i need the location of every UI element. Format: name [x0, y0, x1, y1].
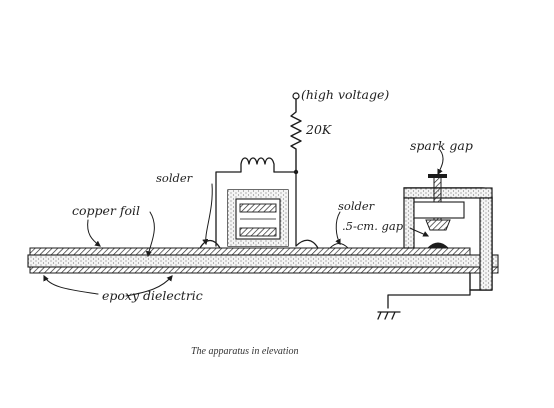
- top-copper-foil: [29, 247, 471, 256]
- solder-joint-right: [295, 239, 319, 249]
- upper-electrode: [425, 219, 451, 231]
- lower-electrode: [426, 242, 450, 249]
- caption: The apparatus in elevation: [191, 346, 299, 357]
- central-block: [199, 189, 349, 249]
- resistor-20k: [290, 98, 302, 173]
- coil: [215, 157, 275, 247]
- hv-terminal: [292, 92, 300, 100]
- leaders: [43, 149, 444, 297]
- label-resistor: 20K: [305, 122, 332, 137]
- label-copper-foil: copper foil: [72, 203, 140, 218]
- label-gap: .5-cm. gap: [342, 219, 404, 233]
- label-spark-gap: spark gap: [410, 138, 473, 153]
- spark-gap-assembly: [403, 174, 493, 291]
- board: [27, 247, 499, 274]
- solder-joint-left: [199, 239, 221, 249]
- label-solder-left: solder: [156, 171, 194, 185]
- label-high-voltage: (high voltage): [301, 87, 389, 102]
- label-solder-right: solder: [338, 199, 376, 213]
- label-epoxy: epoxy dielectric: [102, 288, 203, 303]
- ground: [377, 289, 471, 320]
- ground-symbol: [377, 311, 401, 320]
- inductor: [215, 157, 297, 247]
- hv-feed: [290, 92, 302, 175]
- epoxy-dielectric-slab: [27, 254, 499, 268]
- spark-gap-insulator: [413, 201, 465, 219]
- bottom-copper-foil: [29, 266, 499, 274]
